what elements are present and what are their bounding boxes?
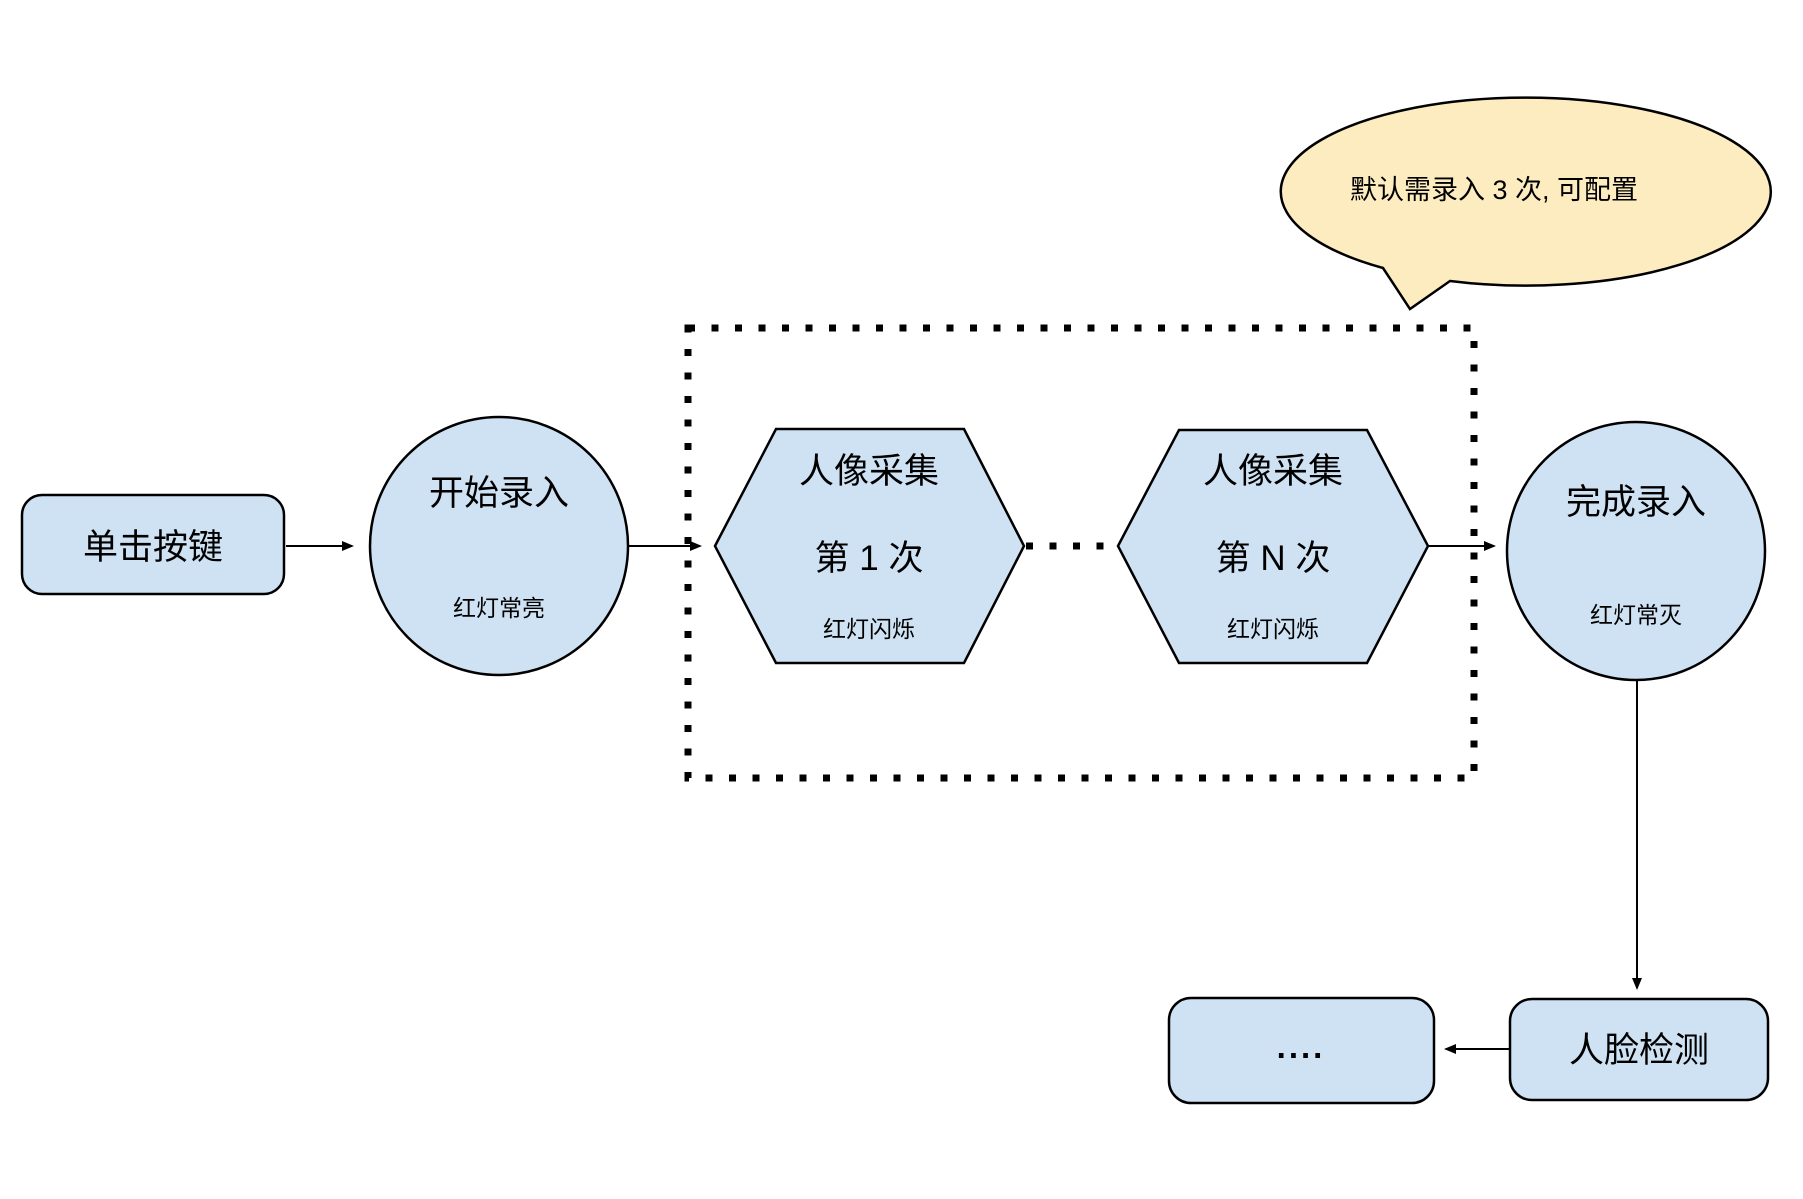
node-capture-nth-sublabel: 红灯闪烁 (1227, 616, 1319, 642)
node-start-enroll-sublabel: 红灯常亮 (453, 595, 545, 621)
node-capture-first-label: 人像采集 (799, 452, 939, 491)
node-face-detect-label: 人脸检测 (1569, 1031, 1709, 1070)
node-capture-first (713, 427, 1026, 665)
node-capture-nth-label: 人像采集 (1203, 452, 1343, 491)
node-capture-nth (1116, 428, 1430, 665)
node-finish-enroll-label: 完成录入 (1566, 483, 1706, 522)
callout-bubble (1279, 96, 1772, 311)
node-ellipsis (1167, 996, 1436, 1105)
node-face-detect (1508, 997, 1770, 1102)
node-capture-nth-label2: 第 N 次 (1216, 539, 1331, 578)
node-ellipsis-label: .... (1277, 1028, 1326, 1065)
node-start-enroll-label: 开始录入 (429, 474, 569, 513)
node-click-button-label: 单击按键 (83, 528, 223, 567)
node-finish-enroll-sublabel: 红灯常灭 (1590, 602, 1682, 628)
callout-text: 默认需录入 3 次, 可配置 (1350, 175, 1638, 205)
node-capture-first-label2: 第 1 次 (815, 539, 924, 578)
node-capture-first-sublabel: 红灯闪烁 (823, 616, 915, 642)
node-click-button (20, 493, 286, 596)
node-start-enroll (368, 415, 630, 677)
node-finish-enroll (1505, 420, 1767, 682)
loop-region-dotted-border (684, 324, 1478, 782)
